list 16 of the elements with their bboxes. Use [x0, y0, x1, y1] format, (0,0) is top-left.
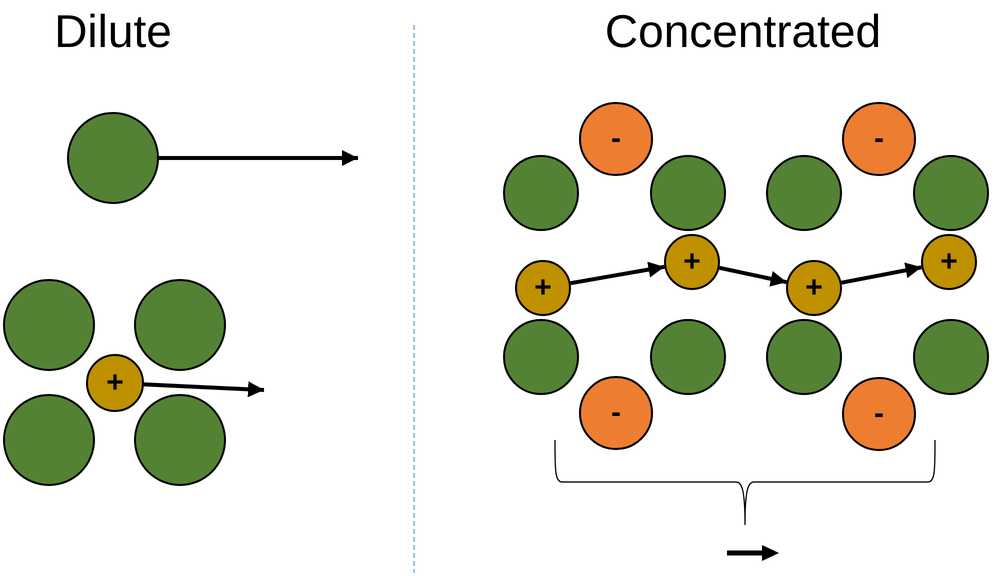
cation-circle: +	[786, 260, 842, 316]
anion-circle: -	[842, 377, 916, 451]
arrow	[144, 381, 264, 398]
cation-circle: +	[921, 234, 977, 290]
cation-circle: +	[515, 260, 571, 316]
arrow	[718, 266, 788, 287]
heading: Concentrated	[604, 4, 882, 58]
cation-circle: +	[664, 234, 720, 290]
arrow	[159, 150, 358, 166]
arrow	[841, 262, 922, 285]
anion-circle: -	[579, 102, 653, 176]
cation-circle: +	[86, 354, 144, 412]
anion-circle: -	[579, 376, 653, 450]
anion-circle: -	[842, 102, 916, 176]
arrow	[570, 262, 665, 286]
heading: Dilute	[54, 4, 172, 58]
